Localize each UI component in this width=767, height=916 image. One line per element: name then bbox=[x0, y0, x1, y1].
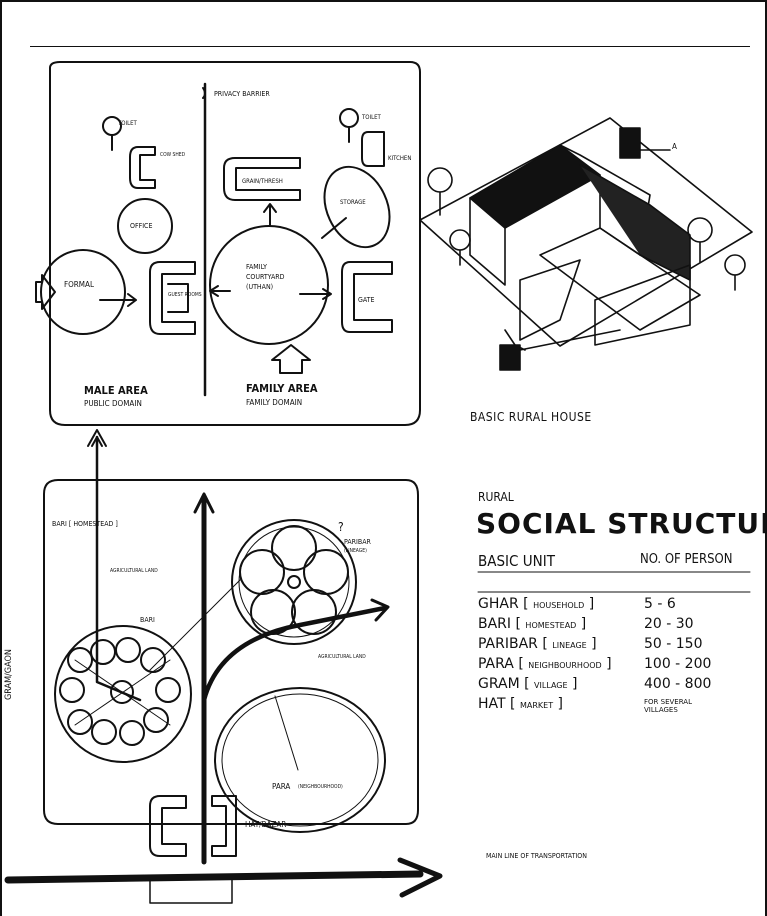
label-office: OFFICE bbox=[130, 222, 152, 230]
ss-unit: GHAR bbox=[478, 596, 519, 612]
label-question: ? bbox=[338, 520, 344, 534]
label-gate: GATE bbox=[358, 296, 374, 304]
ss-persons: 100 - 200 bbox=[644, 656, 711, 672]
label-cow-shed: COW SHED bbox=[160, 152, 185, 158]
ss-persons: 50 - 150 bbox=[644, 636, 703, 652]
kitchen-icon bbox=[362, 132, 384, 166]
ss-persons: 5 - 6 bbox=[644, 596, 676, 612]
label-family-area: FAMILY AREA bbox=[246, 382, 318, 395]
ss-title: SOCIAL STRUCTURE bbox=[476, 507, 767, 540]
ss-unit: BARI bbox=[478, 616, 511, 632]
ss-qualifier: VILLAGE bbox=[534, 681, 568, 690]
label-paribar-sub: (LINEAGE) bbox=[344, 548, 367, 554]
ss-row: HAT [ MARKET ] FOR SEVERAL VILLAGES bbox=[478, 696, 748, 716]
entrance-arrow-left bbox=[36, 275, 55, 309]
label-para-sub: (NEIGHBOURHOOD) bbox=[298, 784, 343, 790]
label-toilet-right: TOILET bbox=[362, 114, 381, 121]
label-road-mark: A bbox=[672, 142, 677, 151]
cow-shed-left-icon bbox=[130, 147, 155, 188]
label-guest-rooms: GUEST ROOMS bbox=[168, 292, 202, 298]
label-paribar: PARIBAR bbox=[344, 538, 371, 546]
ss-unit: GRAM bbox=[478, 676, 520, 692]
toilet-right-icon bbox=[340, 109, 358, 127]
label-gram-gaon: GRAM/GAON bbox=[4, 649, 14, 700]
ss-row: BARI [ HOMESTEAD ] 20 - 30 bbox=[478, 616, 748, 636]
ss-qualifier: HOMESTEAD bbox=[525, 621, 576, 630]
entrance-arrow-bottom bbox=[272, 345, 310, 373]
label-bari-small: BARI bbox=[140, 616, 155, 624]
label-bari-homestead: BARI [ HOMESTEAD ] bbox=[52, 520, 118, 528]
label-para: PARA bbox=[272, 782, 290, 791]
label-family-domain: FAMILY DOMAIN bbox=[246, 398, 302, 407]
label-public-domain: PUBLIC DOMAIN bbox=[84, 399, 142, 408]
main-transport-line bbox=[8, 874, 420, 880]
label-main-line: MAIN LINE OF TRANSPORTATION bbox=[486, 852, 587, 860]
label-family-courtyard: FAMILY COURTYARD (UTHAN) bbox=[246, 262, 285, 292]
ss-kicker: RURAL bbox=[478, 490, 514, 504]
label-hat-bazar: HAT/BAZAR bbox=[245, 820, 286, 829]
house-caption: BASIC RURAL HOUSE bbox=[470, 410, 592, 424]
label-toilet-left: TOILET bbox=[118, 120, 137, 127]
formal-circle bbox=[41, 250, 125, 334]
ss-row: PARIBAR [ LINEAGE ] 50 - 150 bbox=[478, 636, 748, 656]
ss-unit: PARA bbox=[478, 656, 514, 672]
ss-persons: 20 - 30 bbox=[644, 616, 694, 632]
ss-qualifier: LINEAGE bbox=[552, 641, 586, 650]
label-agri-right: AGRICULTURAL LAND bbox=[318, 654, 366, 660]
bottom-diagram-frame bbox=[44, 480, 418, 824]
ss-row: GHAR [ HOUSEHOLD ] 5 - 6 bbox=[478, 596, 748, 616]
house-sketch bbox=[420, 118, 752, 370]
ss-col-unit: BASIC UNIT bbox=[478, 552, 555, 570]
label-kitchen: KITCHEN bbox=[388, 155, 411, 162]
hat-c-left bbox=[150, 796, 186, 856]
ss-unit: HAT bbox=[478, 696, 506, 712]
storage-ellipse bbox=[312, 156, 402, 257]
label-storage: STORAGE bbox=[340, 199, 366, 206]
ss-unit: PARIBAR bbox=[478, 636, 538, 652]
ss-row: PARA [ NEIGHBOURHOOD ] 100 - 200 bbox=[478, 656, 748, 676]
para-circle bbox=[215, 688, 385, 832]
ss-row: GRAM [ VILLAGE ] 400 - 800 bbox=[478, 676, 748, 696]
label-formal: FORMAL bbox=[64, 280, 94, 289]
ss-col-persons: NO. OF PERSON bbox=[640, 552, 732, 567]
label-privacy-barrier: PRIVACY BARRIER bbox=[214, 90, 270, 98]
ss-qualifier: MARKET bbox=[520, 701, 553, 710]
label-agri-top: AGRICULTURAL LAND bbox=[110, 568, 158, 574]
ss-qualifier: HOUSEHOLD bbox=[533, 601, 584, 610]
ss-persons: 400 - 800 bbox=[644, 676, 711, 692]
ss-qualifier: NEIGHBOURHOOD bbox=[528, 661, 601, 670]
ss-persons: FOR SEVERAL VILLAGES bbox=[644, 698, 714, 714]
label-male-area: MALE AREA bbox=[84, 384, 148, 397]
label-grain-thresh: GRAIN/THRESH bbox=[242, 178, 283, 185]
